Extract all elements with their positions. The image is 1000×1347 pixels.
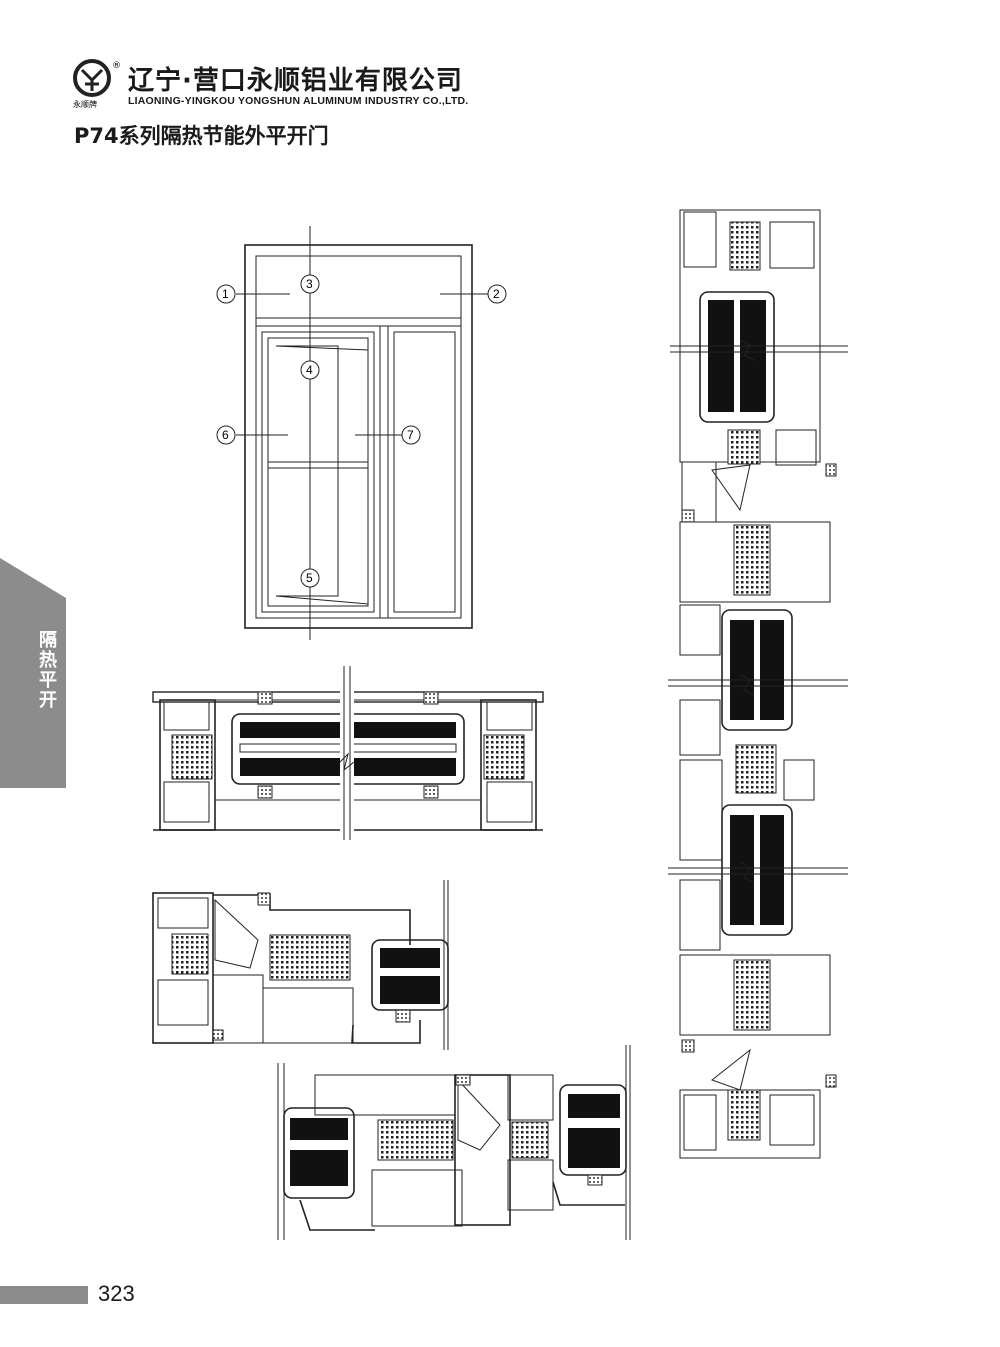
- svg-text:6: 6: [222, 428, 229, 442]
- svg-text:5: 5: [306, 571, 313, 585]
- door-elevation: 1 2 3 4 5 6 7: [216, 226, 507, 640]
- callout-2: 2: [487, 284, 507, 304]
- section-fixed-glass: [152, 666, 544, 840]
- callout-1: 1: [216, 284, 236, 304]
- svg-text:2: 2: [493, 287, 500, 301]
- registered-mark: ®: [112, 61, 121, 71]
- page-number-bar: [0, 1286, 88, 1304]
- company-logo: ® 永顺牌: [70, 58, 126, 114]
- svg-text:4: 4: [306, 363, 313, 377]
- section-frame-sash: [152, 880, 449, 1050]
- callout-6: 6: [216, 425, 236, 445]
- side-tab-label: 隔热平开: [36, 630, 57, 710]
- logo-caption: 永顺牌: [73, 99, 97, 109]
- side-tab: [0, 558, 66, 788]
- section-mullion: [277, 1045, 631, 1240]
- svg-text:1: 1: [222, 287, 229, 301]
- page-number: 323: [98, 1281, 135, 1306]
- svg-text:7: 7: [407, 428, 414, 442]
- product-title: P74系列隔热节能外平开门: [74, 124, 329, 148]
- callout-7: 7: [401, 425, 421, 445]
- company-name-en: LIAONING-YINGKOU YONGSHUN ALUMINUM INDUS…: [128, 95, 469, 107]
- company-name-cn: 辽宁·营口永顺铝业有限公司: [128, 66, 463, 96]
- svg-text:3: 3: [306, 277, 313, 291]
- callout-5: 5: [300, 568, 320, 588]
- vertical-section: [668, 209, 848, 1159]
- callout-4: 4: [300, 360, 320, 380]
- callout-3: 3: [300, 274, 320, 294]
